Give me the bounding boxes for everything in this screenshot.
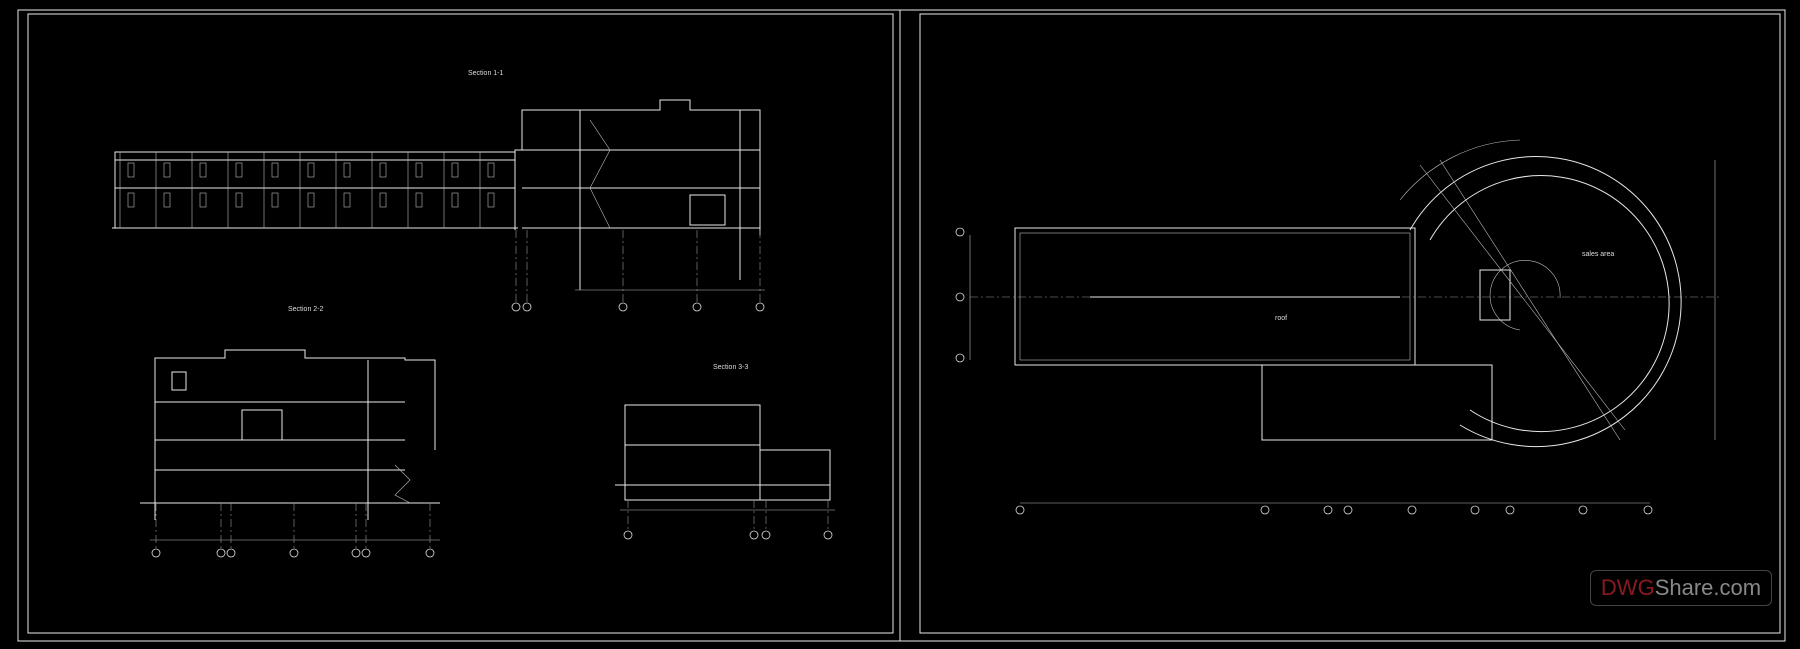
window	[235, 162, 243, 178]
window	[127, 192, 135, 208]
dwgshare-watermark: DWGShare.com	[1590, 570, 1772, 606]
axis-bubble	[955, 353, 965, 363]
sales-area-label: sales area	[1582, 251, 1614, 258]
axis-bubble	[955, 227, 965, 237]
axis-bubble	[226, 548, 236, 558]
window	[163, 192, 171, 208]
axis-bubble	[216, 548, 226, 558]
window	[271, 162, 279, 178]
axis-bubble	[1260, 505, 1270, 515]
sheet-frames	[17, 9, 1786, 642]
section-2-2: Section 2-2	[140, 306, 440, 558]
axis-bubble	[361, 548, 371, 558]
axis-bubble	[1015, 505, 1025, 515]
axis-bubble	[522, 302, 532, 312]
window	[487, 192, 495, 208]
section-1-1-title: Section 1-1	[468, 70, 504, 77]
axis-bubble	[151, 548, 161, 558]
section-1-1: Section 1-1	[112, 70, 765, 312]
axis-bubble	[823, 530, 833, 540]
axis-bubble	[289, 548, 299, 558]
window	[235, 192, 243, 208]
axis-bubble	[1578, 505, 1588, 515]
axis-bubble	[1643, 505, 1653, 515]
floor-plan: roof sales area	[955, 139, 1720, 515]
window	[451, 162, 459, 178]
axis-bubble	[511, 302, 521, 312]
window	[343, 162, 351, 178]
window	[307, 192, 315, 208]
axis-bubble	[761, 530, 771, 540]
window	[379, 162, 387, 178]
axis-bubble	[1323, 505, 1333, 515]
axis-bubble	[1407, 505, 1417, 515]
axis-bubble	[618, 302, 628, 312]
axis-bubble	[755, 302, 765, 312]
section-2-2-title: Section 2-2	[288, 306, 324, 313]
section-3-3: Section 3-3	[615, 364, 835, 540]
axis-bubble	[1470, 505, 1480, 515]
window	[127, 162, 135, 178]
axis-bubble	[1505, 505, 1515, 515]
window	[199, 162, 207, 178]
axis-bubble	[623, 530, 633, 540]
axis-bubble	[692, 302, 702, 312]
window	[307, 162, 315, 178]
axis-bubble	[1343, 505, 1353, 515]
axis-bubble	[749, 530, 759, 540]
axis-bubble	[955, 292, 965, 302]
window	[415, 162, 423, 178]
axis-bubble	[425, 548, 435, 558]
window	[199, 192, 207, 208]
window	[379, 192, 387, 208]
window	[451, 192, 459, 208]
window	[415, 192, 423, 208]
roof-label: roof	[1275, 315, 1287, 322]
window	[487, 162, 495, 178]
section-3-3-title: Section 3-3	[713, 364, 749, 371]
window	[343, 192, 351, 208]
window	[163, 162, 171, 178]
axis-bubble	[351, 548, 361, 558]
window	[271, 192, 279, 208]
watermark-gray-text: Share.com	[1654, 575, 1762, 600]
watermark-red-text: DWG	[1600, 575, 1655, 600]
